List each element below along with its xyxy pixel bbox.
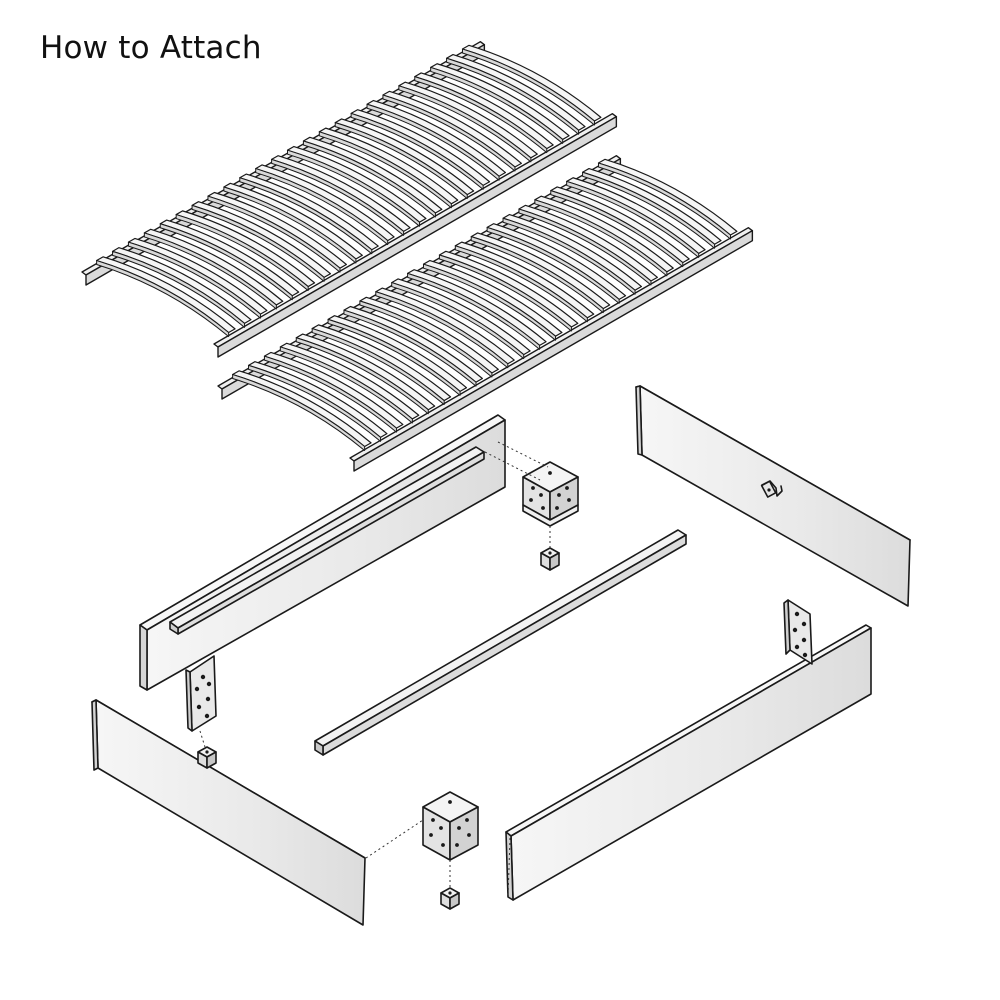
leg-cube [540,547,560,571]
side-rail-right [505,624,872,901]
leg-cube [440,887,460,910]
head-end-panel [635,385,911,607]
assembly-guide-lines [199,441,551,898]
center-support-beam [314,529,687,756]
slatted-base-bottom [217,154,754,472]
foot-end-panel [91,699,366,926]
page-title: How to Attach [40,30,262,66]
hook-icon [760,480,783,498]
slatted-base-top [81,41,618,358]
side-rail-left [139,414,506,691]
corner-bracket [422,791,479,861]
flat-bracket [783,599,813,665]
leg-cube [197,746,217,769]
support-ledge [169,446,485,629]
flat-bracket [185,655,217,732]
corner-bracket [522,461,579,527]
